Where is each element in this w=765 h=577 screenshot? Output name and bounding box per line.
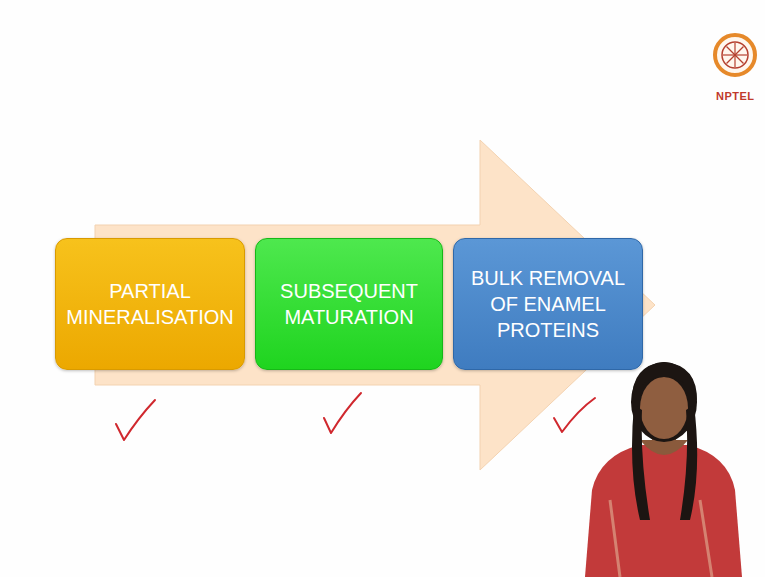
presenter [585,362,742,577]
step-label: PARTIAL MINERALISATION [66,278,233,330]
step-label: SUBSEQUENT MATURATION [268,278,430,330]
nptel-logo [715,35,755,75]
step-label: BULK REMOVAL OF ENAMEL PROTEINS [466,265,630,343]
check-marks [116,393,595,440]
step-box: PARTIAL MINERALISATION [55,238,245,370]
logo-text: NPTEL [716,90,755,102]
step-box: BULK REMOVAL OF ENAMEL PROTEINS [453,238,643,370]
step-box: SUBSEQUENT MATURATION [255,238,443,370]
